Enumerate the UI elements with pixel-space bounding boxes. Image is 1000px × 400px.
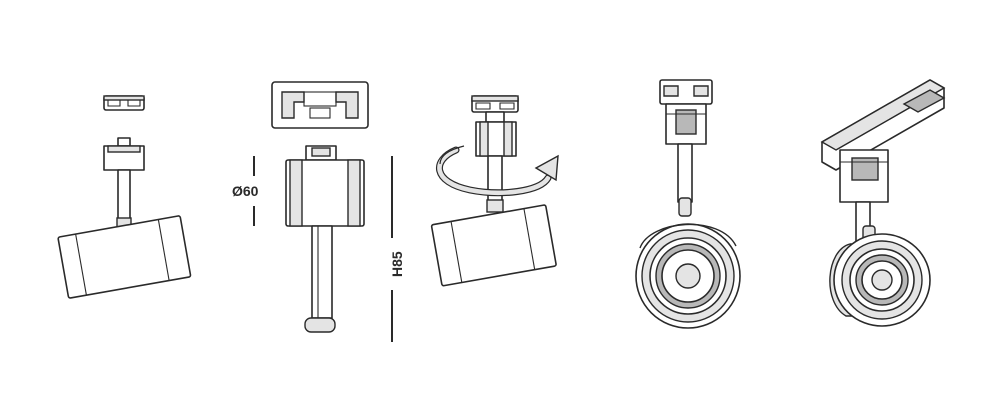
adapter-block	[103, 137, 145, 171]
front-view-on-track	[820, 79, 946, 327]
diameter-label: Ø60	[232, 183, 259, 199]
adapter-4	[665, 103, 707, 145]
track-rail	[820, 79, 946, 171]
lamp-head-front	[635, 223, 741, 329]
lamp-head-on-track	[829, 233, 931, 327]
joint-3	[486, 199, 504, 213]
joint-4	[678, 197, 692, 217]
lens-5	[871, 269, 893, 291]
height-label: H85	[389, 251, 405, 277]
stem-long	[304, 225, 336, 333]
height-dimension: H85	[389, 156, 405, 342]
track-profile-small-3	[471, 95, 519, 113]
adapter-5	[839, 149, 889, 203]
side-view-rotating	[430, 95, 559, 287]
rotation-arrow-icon	[436, 145, 559, 197]
side-view-tilted	[57, 95, 192, 299]
side-view-dimensioned: Ø60 H85	[232, 81, 405, 342]
adapter-top	[305, 145, 337, 161]
front-view-perspective	[635, 79, 741, 329]
diameter-dimension: Ø60	[232, 156, 259, 226]
stem-4	[677, 143, 693, 203]
track-profile-4	[659, 79, 713, 105]
adapter-block-3	[475, 111, 517, 157]
lamp-head-tilted	[57, 215, 192, 299]
lamp-head-tilted-3	[430, 204, 557, 287]
track-profile-small	[103, 95, 145, 111]
adapter-body	[285, 159, 365, 227]
lens	[675, 263, 701, 289]
track-profile-large	[271, 81, 369, 129]
